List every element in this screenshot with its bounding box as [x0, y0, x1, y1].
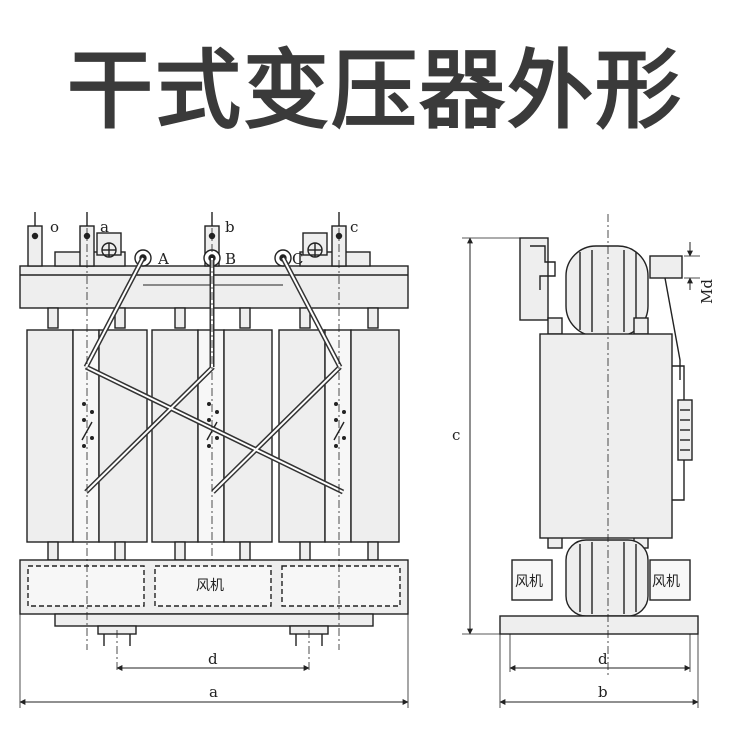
lv-terminal-o	[27, 225, 43, 267]
label-C-hv: C	[292, 250, 303, 268]
side-coil-body	[539, 333, 673, 539]
fan-box-left	[27, 565, 145, 607]
label-B-hv: B	[225, 250, 236, 268]
lifting-eye-left	[96, 232, 122, 258]
lifting-eye-right	[302, 232, 328, 258]
label-b-lv: b	[225, 218, 235, 236]
dim-label-a: a	[209, 683, 218, 701]
base-plate	[54, 613, 374, 627]
dim-a-front	[19, 614, 409, 708]
center-lines	[86, 212, 340, 670]
fan-box-right	[281, 565, 401, 607]
upper-insulators	[47, 307, 379, 329]
side-upper-clamp	[519, 237, 549, 321]
dim-label-c: c	[452, 426, 460, 444]
label-o: o	[50, 218, 59, 236]
label-a-lv: a	[100, 218, 109, 236]
side-labels: 风机 风机 c Md d b	[452, 279, 716, 701]
side-fan-left	[511, 559, 553, 601]
lower-insulators	[47, 541, 379, 561]
dim-label-b: b	[598, 683, 608, 701]
side-fan-right-label: 风机	[652, 574, 680, 590]
dim-label-d-front: d	[208, 650, 218, 668]
fan-label-front: 风机	[196, 578, 224, 594]
tap-marks	[82, 402, 346, 448]
page-title: 干式变压器外形	[67, 41, 683, 141]
dim-label-md: Md	[698, 279, 716, 304]
front-labels: o a b c A B C 风机 d a	[50, 218, 358, 701]
side-fan-right	[649, 559, 691, 601]
side-view	[462, 214, 700, 708]
front-view	[19, 212, 409, 708]
fan-box-middle	[154, 565, 272, 607]
label-c-lv: c	[350, 218, 358, 236]
side-right-bracket	[649, 255, 683, 279]
label-A-hv: A	[157, 250, 169, 268]
dim-label-d-side: d	[598, 650, 608, 668]
side-base	[499, 615, 699, 635]
side-fan-left-label: 风机	[515, 574, 543, 590]
